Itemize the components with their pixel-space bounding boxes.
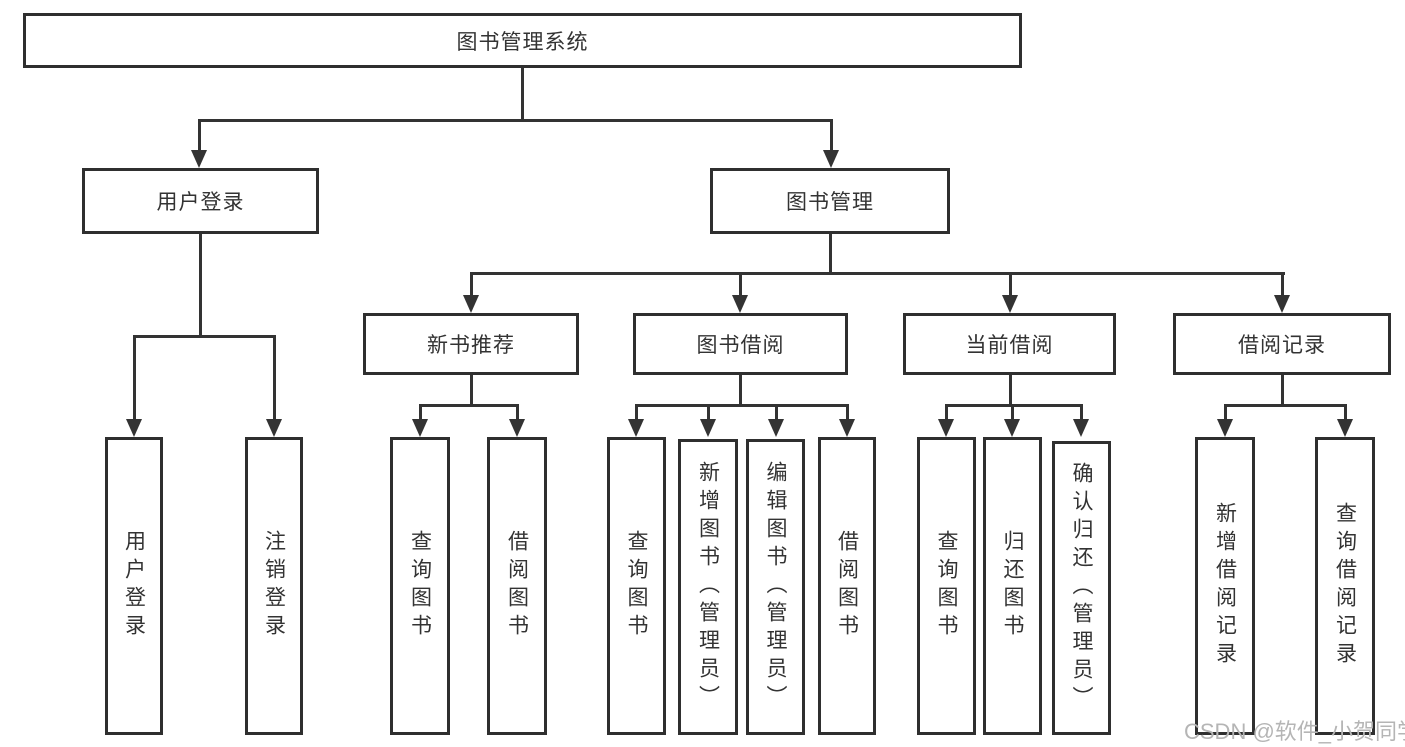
leaf-bb-add-books-admin: 新增图书（管理员） — [678, 439, 738, 735]
connector-newrec-bracket — [418, 403, 519, 407]
leaf-cb-query-books-label: 查询图书 — [935, 530, 958, 642]
node-new-book-rec: 新书推荐 — [363, 313, 579, 375]
arrow-to-user-login — [191, 120, 207, 168]
connector-borrow-bracket — [634, 403, 849, 407]
arrowhead-icon — [509, 419, 525, 437]
arrowhead-icon — [768, 419, 784, 437]
leaf-logout-label: 注销登录 — [262, 530, 286, 642]
node-book-borrow-label: 图书借阅 — [696, 334, 785, 357]
leaf-cb-confirm-return-admin-label: 确认归还（管理员） — [1070, 462, 1093, 714]
arrow-to-nb-borrow — [509, 405, 525, 437]
node-borrow-records: 借阅记录 — [1173, 313, 1391, 375]
leaf-nb-query-books-label: 查询图书 — [408, 530, 432, 642]
arrow-to-br-add — [1217, 405, 1233, 437]
arrowhead-icon — [412, 419, 428, 437]
arrow-to-borrow-records — [1274, 273, 1290, 313]
leaf-bb-query-books-label: 查询图书 — [625, 530, 648, 642]
connector-level2-bracket — [197, 118, 833, 122]
connector-records-bracket — [1223, 403, 1347, 407]
arrow-to-bb-borrow — [839, 405, 855, 437]
connector-login-stub — [198, 234, 202, 338]
arrow-to-nb-query — [412, 405, 428, 437]
leaf-bb-query-books: 查询图书 — [607, 437, 666, 735]
node-borrow-records-label: 借阅记录 — [1238, 334, 1326, 357]
arrow-to-bb-query — [628, 405, 644, 437]
arrowhead-icon — [628, 419, 644, 437]
arrowhead-icon — [463, 295, 479, 313]
connector-mgmt-stub — [828, 234, 832, 275]
node-book-borrow: 图书借阅 — [633, 313, 848, 375]
node-root-label: 图书管理系统 — [456, 30, 589, 54]
leaf-nb-borrow-books-label: 借阅图书 — [505, 530, 529, 642]
leaf-cb-return-books-label: 归还图书 — [1001, 530, 1024, 642]
node-book-mgmt: 图书管理 — [710, 168, 950, 234]
arrow-to-bb-edit — [768, 405, 784, 437]
node-user-login-label: 用户登录 — [156, 191, 245, 214]
arrowhead-icon — [823, 150, 839, 168]
arrow-to-leaf-user-login — [126, 336, 142, 437]
leaf-bb-borrow-books: 借阅图书 — [818, 437, 876, 735]
arrowhead-icon — [1337, 419, 1353, 437]
connector-login-bracket — [132, 334, 276, 338]
arrowhead-icon — [191, 150, 207, 168]
leaf-cb-confirm-return-admin: 确认归还（管理员） — [1052, 441, 1111, 735]
arrowhead-icon — [839, 419, 855, 437]
arrowhead-icon — [938, 419, 954, 437]
arrowhead-icon — [732, 295, 748, 313]
leaf-bb-add-books-admin-label: 新增图书（管理员） — [696, 461, 720, 713]
connector-root-stub — [520, 68, 524, 122]
leaf-cb-return-books: 归还图书 — [983, 437, 1042, 735]
leaf-nb-query-books: 查询图书 — [390, 437, 450, 735]
arrowhead-icon — [700, 419, 716, 437]
leaf-bb-edit-books-admin: 编辑图书（管理员） — [746, 439, 805, 735]
arrowhead-icon — [1004, 419, 1020, 437]
arrow-to-current-borrow — [1002, 273, 1018, 313]
arrowhead-icon — [1073, 419, 1089, 437]
arrow-to-cb-confirm — [1073, 405, 1089, 437]
arrow-to-book-borrow — [732, 273, 748, 313]
leaf-user-login-label: 用户登录 — [122, 530, 146, 642]
node-book-mgmt-label: 图书管理 — [786, 191, 874, 214]
leaf-br-add-record: 新增借阅记录 — [1195, 437, 1255, 735]
arrow-to-br-query — [1337, 405, 1353, 437]
node-current-borrow-label: 当前借阅 — [965, 334, 1054, 357]
arrow-to-cb-return — [1004, 405, 1020, 437]
connector-borrow-stub — [738, 375, 742, 407]
connector-level3-bracket — [469, 271, 1285, 275]
connector-records-stub — [1280, 375, 1284, 407]
leaf-br-add-record-label: 新增借阅记录 — [1213, 502, 1237, 670]
arrow-to-new-book-rec — [463, 273, 479, 313]
connector-newrec-stub — [469, 375, 473, 407]
arrow-to-book-mgmt — [823, 120, 839, 168]
arrowhead-icon — [266, 419, 282, 437]
leaf-cb-query-books: 查询图书 — [917, 437, 976, 735]
watermark: CSDN @软件_小贺同学 — [1184, 719, 1405, 744]
arrow-to-cb-query — [938, 405, 954, 437]
leaf-bb-borrow-books-label: 借阅图书 — [835, 530, 859, 642]
leaf-user-login: 用户登录 — [105, 437, 163, 735]
arrow-to-leaf-logout — [266, 336, 282, 437]
leaf-br-query-record-label: 查询借阅记录 — [1333, 502, 1357, 670]
node-root: 图书管理系统 — [23, 13, 1022, 68]
node-user-login: 用户登录 — [82, 168, 319, 234]
arrowhead-icon — [1002, 295, 1018, 313]
node-new-book-rec-label: 新书推荐 — [427, 334, 515, 357]
connector-current-bracket — [944, 403, 1083, 407]
arrow-to-bb-add — [700, 405, 716, 437]
leaf-nb-borrow-books: 借阅图书 — [487, 437, 547, 735]
connector-current-stub — [1008, 375, 1012, 407]
node-current-borrow: 当前借阅 — [903, 313, 1116, 375]
arrowhead-icon — [1274, 295, 1290, 313]
leaf-logout: 注销登录 — [245, 437, 303, 735]
arrowhead-icon — [1217, 419, 1233, 437]
leaf-bb-edit-books-admin-label: 编辑图书（管理员） — [764, 461, 787, 713]
arrowhead-icon — [126, 419, 142, 437]
leaf-br-query-record: 查询借阅记录 — [1315, 437, 1375, 735]
